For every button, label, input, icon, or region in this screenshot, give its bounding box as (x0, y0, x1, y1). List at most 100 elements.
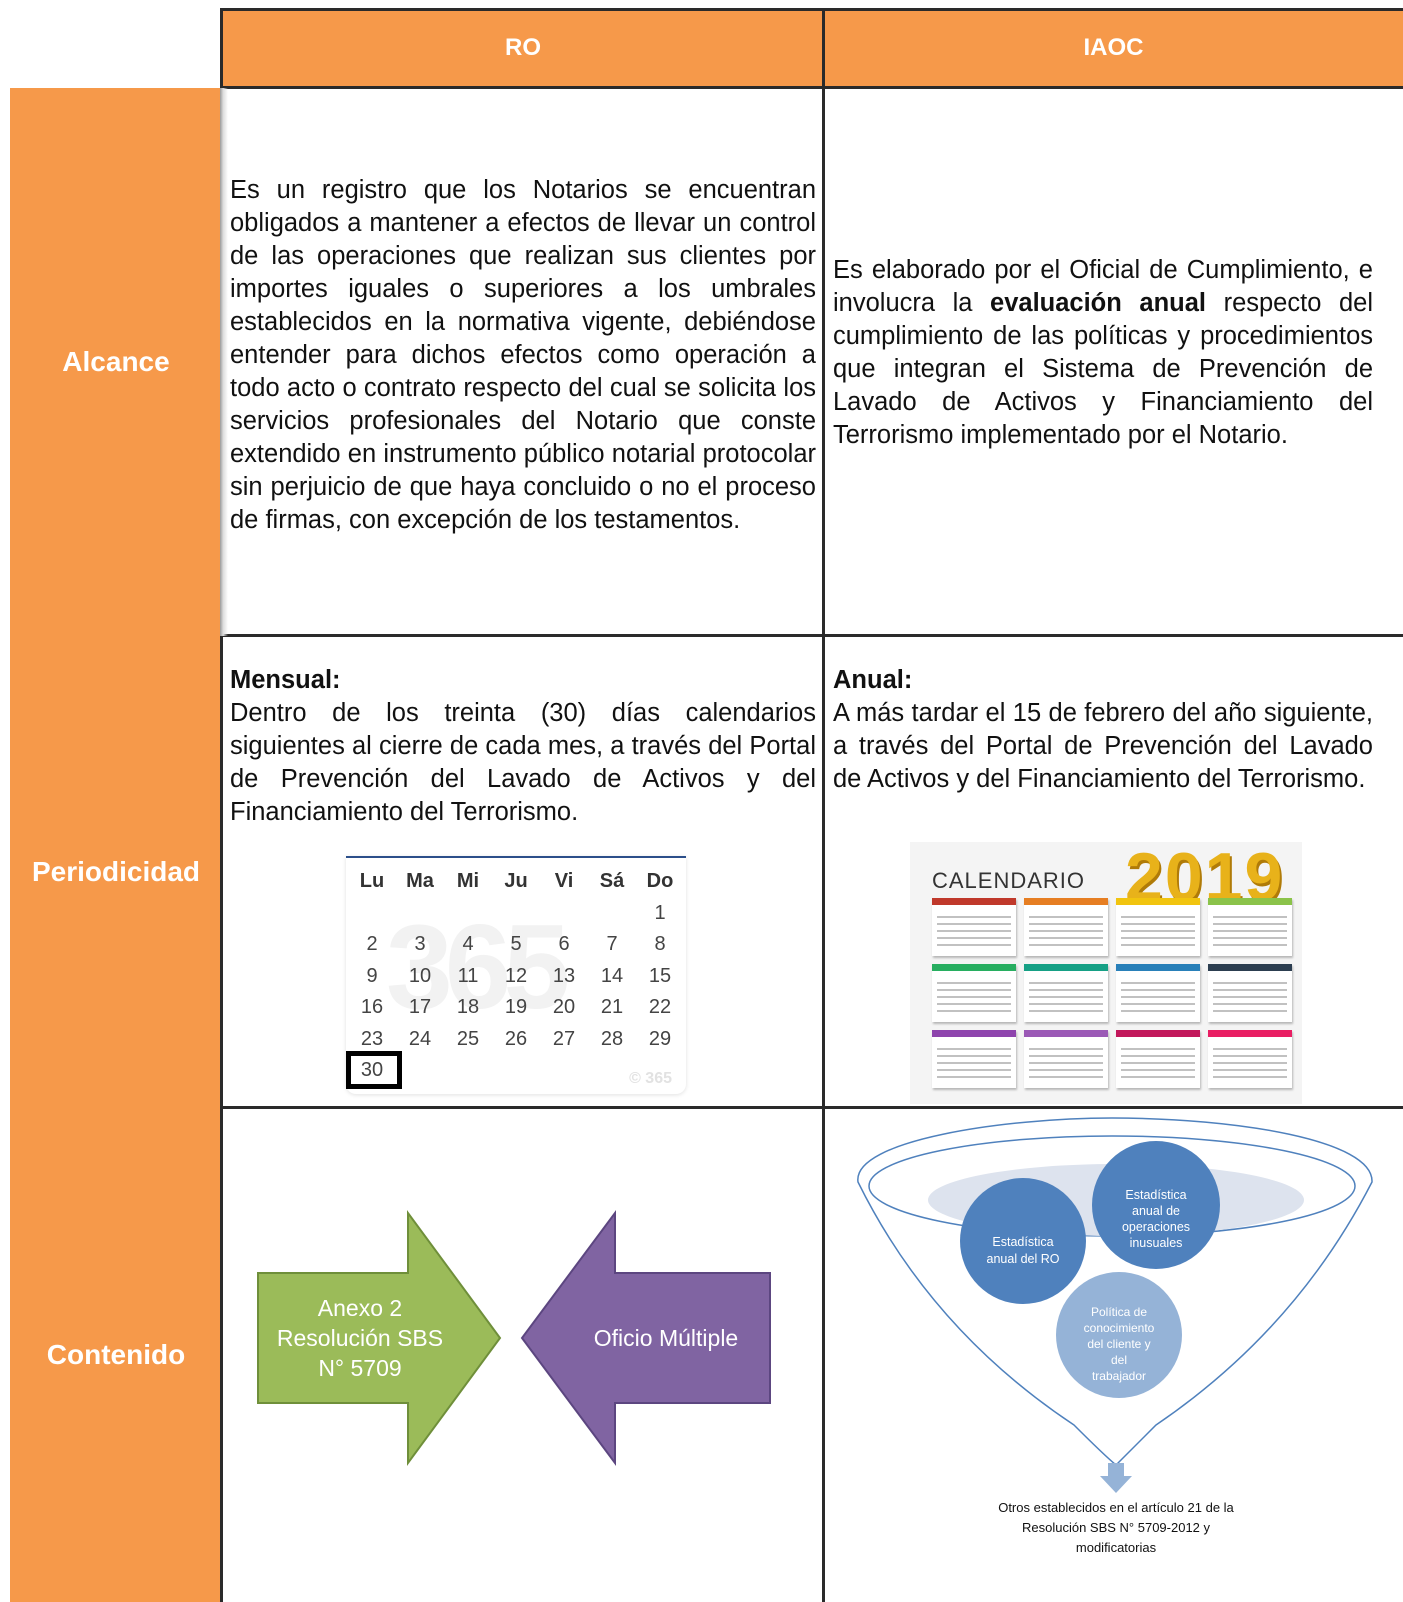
calendar-day: 6 (558, 933, 570, 956)
month-color-bar (1116, 964, 1200, 971)
circle3-line-2: conocimiento (1084, 1321, 1155, 1335)
month-day-grid (937, 1043, 1011, 1083)
year-calendar-title: CALENDARIO (932, 868, 1086, 893)
circle-politica (1056, 1272, 1182, 1398)
month-day-grid (1121, 1043, 1195, 1083)
alcance-ro-text: Es un registro que los Notarios se encue… (230, 176, 816, 534)
weekday-label: Mi (456, 870, 480, 893)
circle-estadistica-ro (960, 1178, 1086, 1304)
calendar-day (588, 898, 636, 930)
month-day-grid (1029, 911, 1103, 951)
calendar-day: 28 (600, 1027, 624, 1050)
calendar-day: 29 (648, 1027, 672, 1050)
calendar-day: 12 (504, 964, 528, 987)
row-label-contenido: Contenido (10, 1108, 222, 1602)
grid-line (220, 88, 228, 636)
grid-line (220, 8, 223, 1602)
calendar-day (492, 1055, 540, 1087)
calendar-day (396, 898, 444, 930)
calendar-day: 3 (414, 933, 426, 956)
contenido-ro-arrows: Anexo 2 Resolución SBS N° 5709 Oficio Mú… (257, 1209, 771, 1467)
calendar-week-row: 1 (348, 898, 684, 930)
calendar-day: 14 (600, 964, 624, 987)
grid-line (220, 1106, 1403, 1109)
calendar-day: 23 (360, 1027, 384, 1050)
weekday-label: Ju (504, 870, 528, 893)
calendar-day (444, 898, 492, 930)
calendar-day: 9 (366, 964, 378, 987)
circle2-line-3: operaciones (1122, 1220, 1190, 1234)
month-color-bar (1116, 1030, 1200, 1037)
grid-line (822, 8, 825, 1602)
year-calendar-month (1116, 898, 1200, 956)
arrow-left-line-1: Anexo 2 (318, 1295, 402, 1321)
grid-line (220, 86, 1403, 89)
weekday-label: Do (646, 870, 674, 893)
calendar-day: 1 (654, 901, 666, 924)
month-day-grid (1213, 1043, 1287, 1083)
month-color-bar (1208, 898, 1292, 905)
calendar-day: 15 (648, 964, 672, 987)
circle1-line-1: Estadística (992, 1235, 1053, 1249)
month-day-grid (1213, 911, 1287, 951)
month-day-grid (1121, 911, 1195, 951)
calendar-day (540, 898, 588, 930)
calendar-day: 16 (360, 996, 384, 1019)
alcance-iaoc-bold: evaluación anual (990, 289, 1207, 317)
calendar-day (540, 1055, 588, 1087)
calendar-day: 13 (552, 964, 576, 987)
calendar-day (444, 1055, 492, 1087)
calendar-day: 19 (504, 996, 528, 1019)
circle-estadistica-inusuales (1092, 1141, 1220, 1269)
weekday-label: Lu (359, 870, 385, 893)
month-day-grid (1213, 977, 1287, 1017)
circle3-line-4: del (1111, 1353, 1127, 1367)
calendar-day: 4 (462, 933, 474, 956)
year-calendar-month (1208, 898, 1292, 956)
alcance-iaoc-post: respecto del cumplimiento de las polític… (833, 289, 1373, 449)
arrow-left-shape (257, 1209, 502, 1467)
month-color-bar (1024, 898, 1108, 905)
arrow-left-line-3: N° 5709 (318, 1355, 401, 1381)
year-calendar-month (932, 964, 1016, 1022)
weekday-label: Sá (599, 870, 625, 893)
periodicidad-iaoc-title: Anual: (833, 666, 913, 694)
alcance-iaoc-text: Es elaborado por el Oficial de Cumplimie… (833, 254, 1373, 452)
circle2-line-2: anual de (1132, 1204, 1180, 1218)
funnel-outline (857, 1117, 1373, 1467)
year-calendar-month (932, 1030, 1016, 1088)
grid-line (220, 8, 1403, 11)
calendar-watermark: © 365 (629, 1070, 672, 1087)
calendar-week-row: 30 (348, 1055, 684, 1087)
funnel-footer-line-3: modificatorias (1076, 1540, 1157, 1555)
month-color-bar (1024, 1030, 1108, 1037)
year-calendar-month (1116, 1030, 1200, 1088)
month-day-grid (1029, 1043, 1103, 1083)
row-label-alcance: Alcance (10, 88, 222, 636)
calendar-day: 17 (408, 996, 432, 1019)
header-iaoc: IAOC (824, 8, 1403, 88)
periodicidad-ro-text: Mensual: Dentro de los treinta (30) días… (230, 664, 816, 829)
month-color-bar (1208, 1030, 1292, 1037)
year-calendar-month (1208, 1030, 1292, 1088)
periodicidad-iaoc-body: A más tardar el 15 de febrero del año si… (833, 699, 1373, 793)
funnel-footer-line-1: Otros establecidos en el artículo 21 de … (998, 1500, 1234, 1515)
calendar-day: 8 (654, 933, 666, 956)
month-color-bar (932, 964, 1016, 971)
periodicidad-ro-body: Dentro de los treinta (30) días calendar… (230, 699, 816, 826)
highlighted-day-box (346, 1051, 402, 1089)
month-color-bar (932, 898, 1016, 905)
month-color-bar (1024, 964, 1108, 971)
calendar-day: 24 (408, 1027, 432, 1050)
circle1-line-2: anual del RO (987, 1252, 1060, 1266)
corner-cell (10, 8, 222, 88)
calendar-day (396, 1055, 444, 1087)
calendar-day: 27 (552, 1027, 576, 1050)
circle2-line-4: inusuales (1130, 1236, 1183, 1250)
year-calendar-month (1024, 964, 1108, 1022)
year-calendar-month (1024, 898, 1108, 956)
calendar-day: 11 (457, 964, 479, 987)
